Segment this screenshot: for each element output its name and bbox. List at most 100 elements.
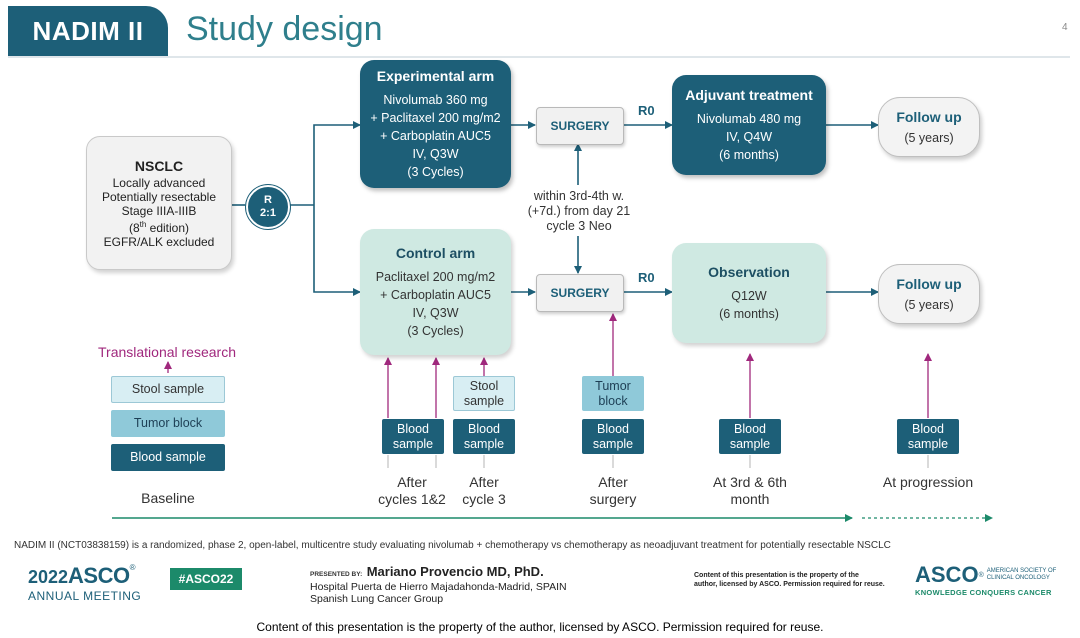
regimen-line: + Carboplatin AUC5 [380, 287, 491, 302]
regimen-line: IV, Q4W [725, 129, 773, 144]
timing-line: cycle 3 Neo [546, 219, 612, 233]
connector-lines [112, 121, 993, 522]
reuse-caption: Content of this presentation is the prop… [256, 620, 824, 634]
r0-label-control: R0 [638, 270, 655, 285]
nsclc-edition: (8th edition) [102, 218, 216, 235]
regimen-line: IV, Q3W [412, 305, 459, 320]
timing-line: within 3rd-4th w. [533, 189, 625, 203]
nsclc-title: NSCLC [134, 157, 184, 174]
regimen-line: + Paclitaxel 200 mg/m2 [370, 110, 501, 125]
randomization-label: R [264, 194, 272, 206]
nsclc-box: NSCLC Locally advanced Potentially resec… [86, 136, 232, 270]
surgery-box-control: SURGERY [536, 274, 624, 312]
adjuvant-regimen: Nivolumab 480 mg IV, Q4W (6 months) [697, 110, 801, 164]
experimental-arm-title: Experimental arm [376, 67, 495, 84]
control-arm-box: Control arm Paclitaxel 200 mg/m2 + Carbo… [360, 229, 511, 355]
sample-line: sample [392, 436, 434, 451]
sample-line: sample [463, 393, 505, 408]
hashtag-badge: #ASCO22 [170, 568, 242, 590]
asco-wordmark: ASCO [68, 563, 130, 588]
timeline-line: After [598, 474, 628, 490]
baseline-stool-sample: Stool sample [111, 376, 225, 403]
r0-label-experimental: R0 [638, 103, 655, 118]
nsclc-line: Stage IIIA-IIIB [121, 203, 197, 218]
follow-up-duration: (5 years) [904, 131, 954, 145]
rights-line: author, licensed by ASCO. Permission req… [694, 581, 885, 588]
regimen-line: (3 Cycles) [407, 164, 464, 179]
sample-line: sample [907, 436, 949, 451]
timeline-line: surgery [589, 491, 637, 507]
asco-year: 2022 [28, 567, 69, 587]
presenter-affiliation: Hospital Puerta de Hierro Majadahonda-Ma… [310, 581, 567, 593]
presented-by-label: PRESENTED BY: [310, 571, 363, 578]
randomization-ratio: 2:1 [260, 207, 276, 219]
nsclc-line: EGFR/ALK excluded [103, 234, 215, 249]
baseline-blood-sample: Blood sample [111, 444, 225, 471]
nsclc-line: Potentially resectable [101, 189, 217, 204]
society-line: AMERICAN SOCIETY OF [986, 568, 1057, 574]
annual-meeting-label: ANNUAL MEETING [28, 589, 142, 603]
timing-line: (+7d.) from day 21 [527, 204, 631, 218]
asco-logo-wordmark: ASCO [915, 562, 979, 587]
regimen-line: (3 Cycles) [407, 323, 464, 338]
study-footnote: NADIM II (NCT03838159) is a randomized, … [14, 540, 891, 551]
society-line: CLINICAL ONCOLOGY [986, 575, 1050, 581]
surgery-timing-note: within 3rd-4th w. (+7d.) from day 21 cyc… [516, 189, 642, 234]
sample-line: Blood [912, 421, 944, 436]
presenter-group: Spanish Lung Cancer Group [310, 593, 444, 605]
regimen-line: Nivolumab 360 mg [383, 92, 488, 107]
timeline-line: cycles 1&2 [378, 491, 446, 507]
rights-line: Content of this presentation is the prop… [694, 572, 859, 579]
follow-up-duration: (5 years) [904, 298, 954, 312]
sample-line: Stool [469, 378, 499, 393]
nsclc-edition-post: edition) [146, 220, 190, 235]
observation-box: Observation Q12W (6 months) [672, 243, 826, 343]
adjuvant-title: Adjuvant treatment [685, 86, 813, 103]
asco-tagline: KNOWLEDGE CONQUERS CANCER [915, 588, 1052, 597]
control-arm-title: Control arm [395, 244, 476, 261]
registered-icon: ® [978, 571, 984, 579]
rights-notice: Content of this presentation is the prop… [694, 571, 894, 589]
nsclc-line: Locally advanced [112, 175, 206, 190]
follow-up-box-experimental: Follow up (5 years) [878, 97, 980, 157]
sample-line: block [598, 393, 628, 408]
timeline-baseline: Baseline [141, 490, 195, 506]
sample-line: sample [592, 436, 634, 451]
to-control-arrow [313, 205, 361, 296]
slide: NADIM II Study design 4 [8, 6, 1070, 605]
presenter-block: PRESENTED BY: Mariano Provencio MD, PhD.… [310, 563, 567, 605]
slide-title: Study design [186, 10, 383, 48]
baseline-tumor-block: Tumor block [111, 410, 225, 437]
sample-line: Blood [734, 421, 766, 436]
surgery-box-experimental: SURGERY [536, 107, 624, 145]
sample-line: Blood [597, 421, 629, 436]
title-badge: NADIM II [8, 6, 168, 56]
sample-line: Blood [397, 421, 429, 436]
schedule-line: (6 months) [719, 306, 779, 321]
translational-research-title: Translational research [98, 344, 236, 360]
control-arm-regimen: Paclitaxel 200 mg/m2 + Carboplatin AUC5 … [376, 268, 496, 340]
asco-annual-logo: 2022ASCO® ANNUAL MEETING [28, 563, 141, 603]
sample-line: Blood [468, 421, 500, 436]
timeline-line: At 3rd & 6th [713, 474, 787, 490]
timeline-line: month [730, 491, 770, 507]
sample-line: sample [463, 436, 505, 451]
to-experimental-arrow [313, 121, 361, 205]
regimen-line: (6 months) [719, 147, 779, 162]
experimental-arm-regimen: Nivolumab 360 mg + Paclitaxel 200 mg/m2 … [370, 91, 500, 181]
follow-up-title: Follow up [896, 109, 962, 125]
presenter-name: Mariano Provencio MD, PhD. [366, 564, 544, 579]
